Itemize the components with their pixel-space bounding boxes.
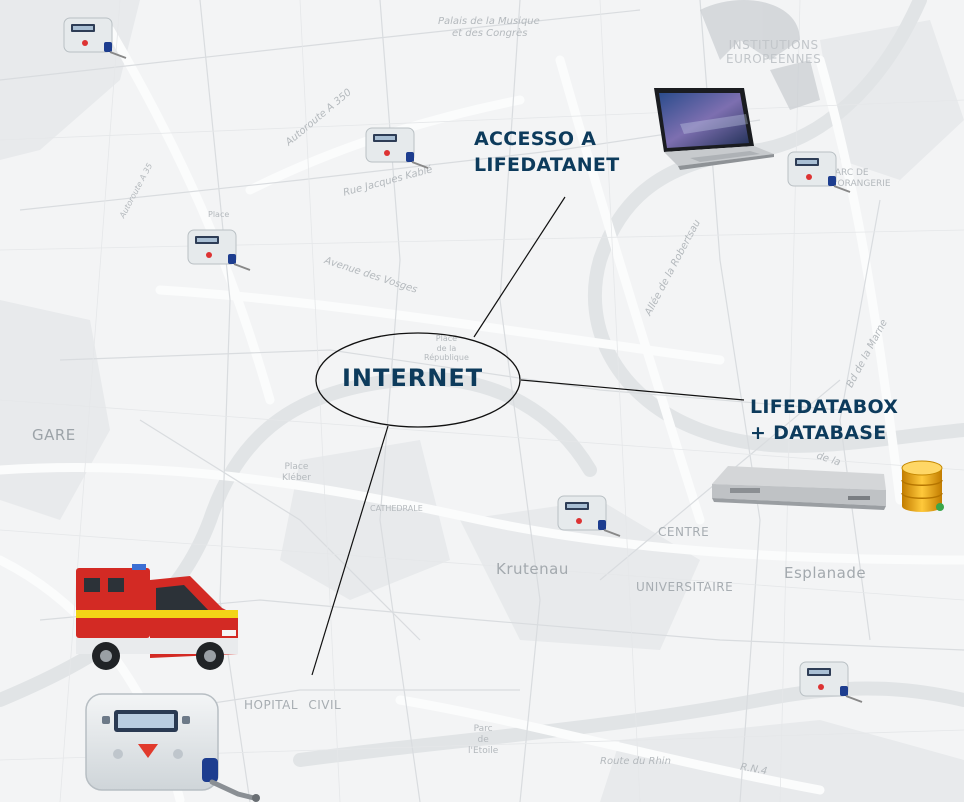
- map-label-parc-etoile-line3: l'Etoile: [468, 745, 499, 756]
- defibrillator-icon: [787, 151, 851, 193]
- defibrillator-icon: [365, 127, 429, 169]
- map-label-parc-etoile-line1: Parc: [473, 724, 493, 734]
- map-label-centre: CENTRE: [658, 525, 710, 539]
- map-label-cathedrale: CATHEDRALE: [370, 504, 423, 513]
- map-label-place-kleber-line1: Place: [284, 462, 309, 472]
- lifedatabox-label-line2: + DATABASE: [750, 422, 887, 445]
- database-icon: [901, 460, 944, 512]
- ambulance-icon: [76, 564, 238, 670]
- map-label-route-rhin: Route du Rhin: [600, 756, 671, 767]
- map-label-place-rep-line2: de la: [436, 343, 457, 353]
- map-label-parc-orangerie-line1: PARC DE: [830, 168, 869, 178]
- map-label-palais-line2: et des Congrès: [452, 28, 528, 39]
- map-label-parc-orangerie-line2: L'ORANGERIE: [830, 178, 891, 189]
- defibrillator-icon: [799, 661, 863, 703]
- laptop-icon: [654, 88, 774, 170]
- defibrillator-icon: [63, 17, 127, 59]
- map-label-institutions-line1: INSTITUTIONS: [728, 38, 819, 52]
- map-label-krutenau: Krutenau: [496, 560, 569, 578]
- map-label-institutions: INSTITUTIONS EUROPEENNES: [726, 38, 821, 67]
- server-box-icon: [712, 466, 886, 510]
- lifedatabox-database-label: LIFEDATABOX + DATABASE: [750, 394, 898, 446]
- map-label-palais: Palais de la Musique et des Congrès: [438, 16, 540, 40]
- map-label-esplanade: Esplanade: [784, 564, 867, 582]
- map-label-place-republique: Place de la République: [424, 334, 469, 363]
- map-label-place-kleber: Place Kléber: [282, 462, 311, 484]
- defibrillator-icon: [557, 495, 621, 537]
- map-label-gare: GARE: [32, 426, 76, 444]
- map-label-parc-etoile-line2: de: [477, 734, 489, 745]
- map-label-universitaire: UNIVERSITAIRE: [636, 580, 734, 594]
- map-label-place-small: Place: [208, 210, 230, 219]
- map-label-place-rep-line1: Place: [435, 334, 458, 343]
- access-label-line1: ACCESSO A: [474, 128, 597, 150]
- map-label-institutions-line2: EUROPEENNES: [726, 52, 822, 67]
- large-defibrillator-icon: [85, 693, 260, 802]
- map-label-parc-etoile: Parc de l'Etoile: [468, 724, 498, 756]
- lifedatabox-label-line1: LIFEDATABOX: [750, 396, 899, 418]
- internet-label: INTERNET: [342, 364, 484, 392]
- access-label-line2: LIFEDATANET: [474, 154, 620, 177]
- map-label-palais-line1: Palais de la Musique: [438, 16, 540, 27]
- access-lifedatanet-label: ACCESSO A LIFEDATANET: [474, 126, 619, 178]
- map-label-hopital-civil: HOPITAL CIVIL: [244, 698, 342, 712]
- map-label-place-kleber-line2: Kléber: [282, 472, 311, 483]
- defibrillator-icon: [187, 229, 251, 271]
- map-label-parc-orangerie: PARC DE L'ORANGERIE: [830, 168, 891, 190]
